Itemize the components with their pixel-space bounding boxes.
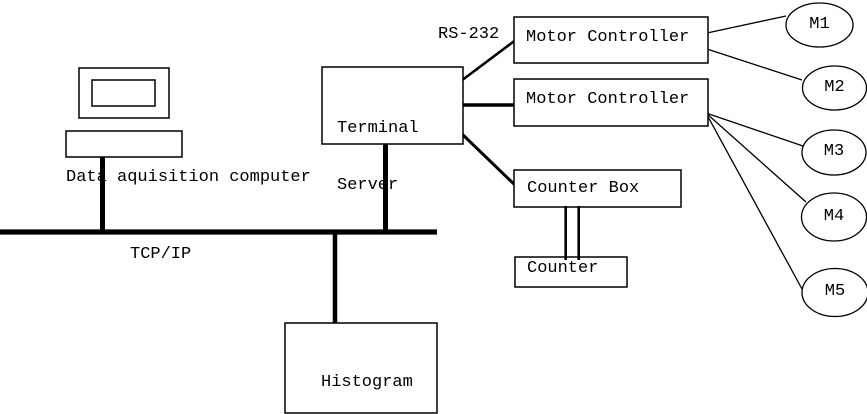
serial-link-counter-box <box>459 131 519 189</box>
histogram-memory-label-line1: Histogram <box>321 373 413 392</box>
link-motor-m4 <box>705 112 807 203</box>
motor-m5-label: M5 <box>824 282 846 301</box>
rs-232-label: RS-232 <box>438 25 500 44</box>
tcp-ip-label: TCP/IP <box>130 245 192 264</box>
motor-controller-2-box <box>513 78 709 127</box>
histogram-memory-box <box>284 322 438 414</box>
keyboard-rect <box>65 130 183 158</box>
link-motor-m3 <box>705 112 804 147</box>
terminal-server-box <box>321 66 464 145</box>
counter-box <box>514 256 628 288</box>
terminal-server-label-line2: Server <box>337 176 399 195</box>
motor-m1-ellipse <box>785 2 854 48</box>
motor-m2-label: M2 <box>824 78 845 97</box>
motor-m4-label: M4 <box>823 207 845 226</box>
motor-controller-2-label: Motor Controller <box>526 90 690 109</box>
terminal-server-label: Terminal Server <box>337 81 419 233</box>
histogram-memory-label: Histogram Memory <box>321 335 413 414</box>
serial-link-motor-controller-1 <box>460 37 518 83</box>
motor-m5-ellipse <box>801 267 867 318</box>
motor-m3-ellipse <box>801 129 867 176</box>
computer-icon <box>65 67 183 158</box>
counter-box-label: Counter Box <box>527 179 640 198</box>
link-motor-m2 <box>706 48 803 81</box>
link-motor-m1 <box>706 15 787 34</box>
link-motor-m5 <box>705 112 803 290</box>
counter-label: Counter <box>527 259 599 278</box>
motor-controller-1-label: Motor Controller <box>526 28 690 47</box>
monitor-screen-rect <box>91 79 156 107</box>
terminal-server-label-line1: Terminal <box>337 119 419 138</box>
motor-m3-label: M3 <box>823 142 845 161</box>
data-acquisition-computer-label: Data aquisition computer <box>66 168 311 187</box>
motor-m1-label: M1 <box>809 15 830 34</box>
motor-controller-1-box <box>513 16 709 64</box>
counter-box-box <box>513 169 682 208</box>
